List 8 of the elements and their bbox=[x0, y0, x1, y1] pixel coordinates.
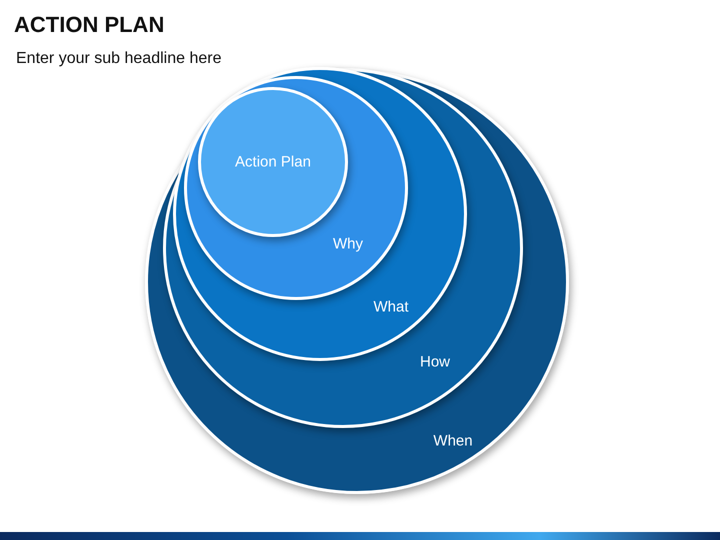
circle-label: Action Plan bbox=[235, 154, 311, 170]
circle-label: When bbox=[433, 432, 473, 450]
title: ACTION PLAN bbox=[14, 12, 164, 38]
subtitle: Enter your sub headline here bbox=[16, 50, 222, 68]
circle-label: Why bbox=[333, 236, 363, 252]
circle-label: How bbox=[420, 354, 450, 370]
circle-label: What bbox=[374, 298, 408, 316]
nested-circle bbox=[198, 87, 348, 237]
